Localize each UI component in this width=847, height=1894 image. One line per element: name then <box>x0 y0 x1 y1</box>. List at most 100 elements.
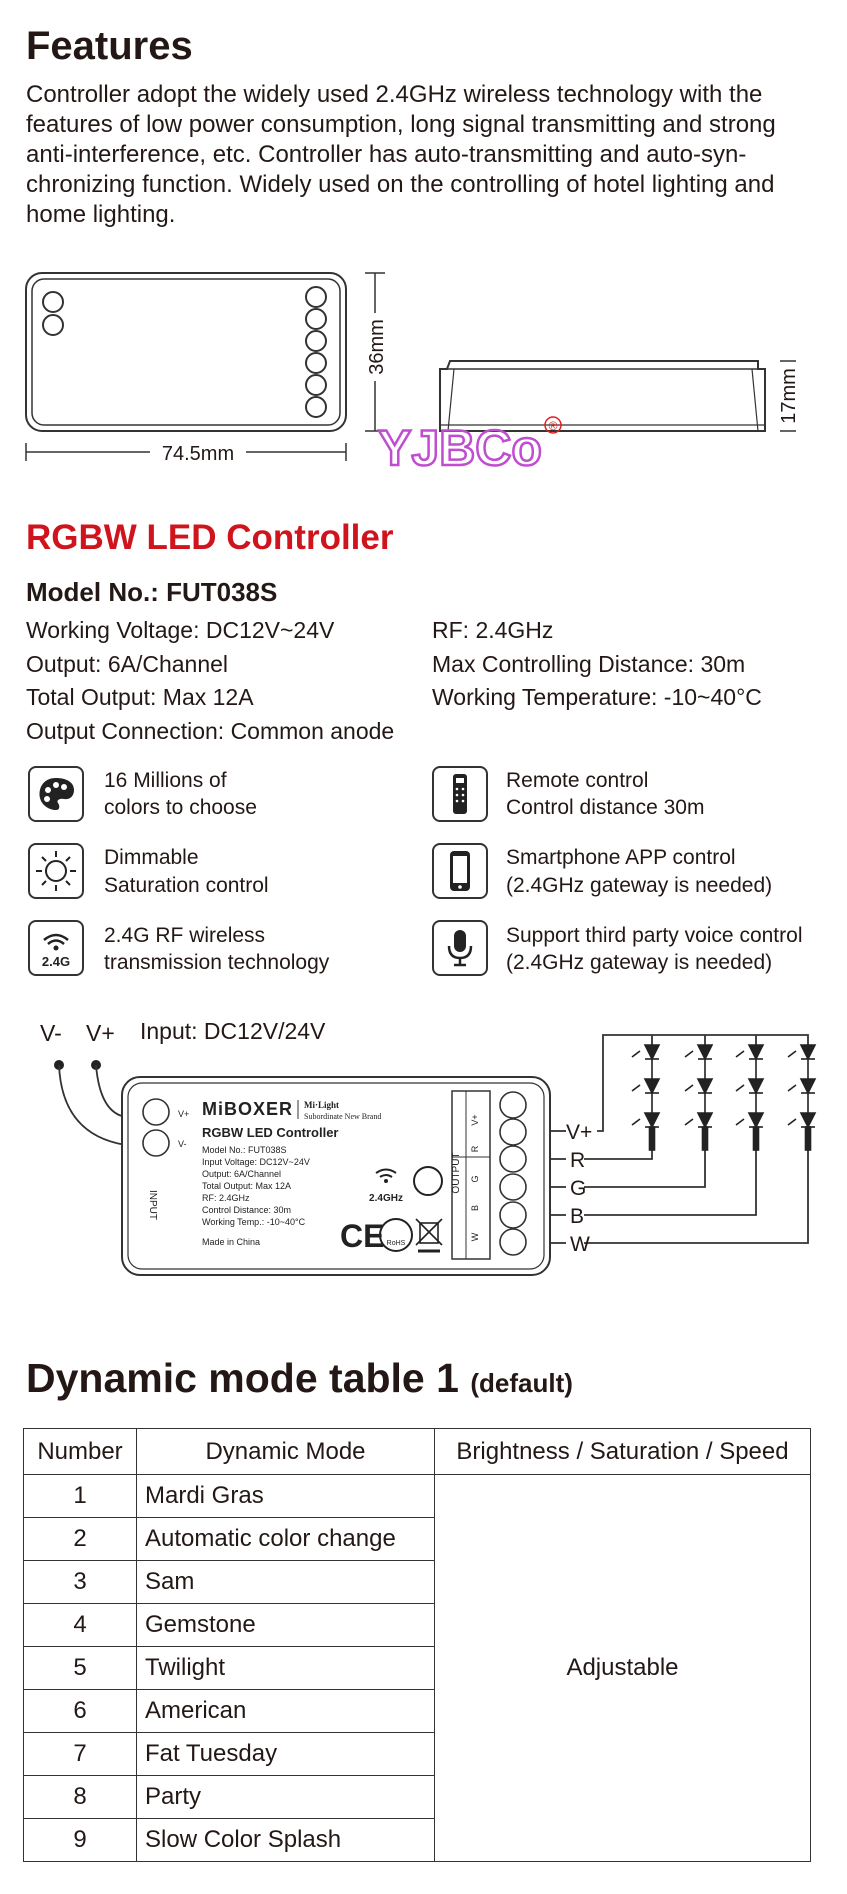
dynamic-mode-table: Number Dynamic Mode Brightness / Saturat… <box>23 1428 811 1862</box>
row-mode: Twilight <box>136 1646 435 1690</box>
spec-working-voltage: Working Voltage: DC12V~24V <box>26 617 335 643</box>
depth-dimension-label: 36mm <box>366 319 388 375</box>
feature-colors-line2: colors to choose <box>104 796 257 819</box>
product-title: RGBW LED Controller <box>26 518 394 557</box>
wifi-2.4g-icon: 2.4G <box>28 920 84 976</box>
row-mode: Automatic color change <box>136 1517 435 1561</box>
terminal-r-label: R <box>570 1149 585 1172</box>
table-row: 6 American <box>23 1689 811 1733</box>
controller-device <box>121 1076 551 1276</box>
row-number: 5 <box>23 1646 137 1690</box>
svg-text:Subordinate New Brand: Subordinate New Brand <box>304 1112 381 1121</box>
spec-working-temperature: Working Temperature: -10~40°C <box>432 684 762 710</box>
svg-text:V+: V+ <box>178 1109 189 1119</box>
feature-dimmable-line1: Dimmable <box>104 846 199 869</box>
smartphone-icon <box>432 843 488 899</box>
table-header-row: Number Dynamic Mode Brightness / Saturat… <box>23 1428 811 1475</box>
terminal-w-label: W <box>570 1233 590 1256</box>
model-number: Model No.: FUT038S <box>26 577 278 607</box>
mode-table-title-suffix: (default) <box>470 1368 573 1398</box>
input-voltage-label: Input: DC12V/24V <box>140 1018 326 1044</box>
device-name: RGBW LED Controller <box>202 1125 339 1140</box>
row-number: 8 <box>23 1775 137 1819</box>
height-dimension-label: 17mm <box>778 368 800 424</box>
svg-text:Made in China: Made in China <box>202 1237 260 1247</box>
row-number: 1 <box>23 1474 137 1518</box>
side-view-outline <box>439 360 766 432</box>
svg-text:Working Temp.: -10~40°C: Working Temp.: -10~40°C <box>202 1217 306 1227</box>
feature-rf-line1: 2.4G RF wireless <box>104 924 266 947</box>
svg-text:W: W <box>470 1232 480 1241</box>
table-row: 7 Fat Tuesday <box>23 1732 811 1776</box>
features-paragraph: Controller adopt the widely used 2.4GHz … <box>26 81 776 228</box>
remote-icon <box>432 766 488 822</box>
dimension-drawing: 74.5mm 36mm 17mm YJBCo ® <box>25 272 800 475</box>
v-plus-label: V+ <box>86 1020 115 1046</box>
feature-app-line1: Smartphone APP control <box>506 846 736 869</box>
row-number: 6 <box>23 1689 137 1733</box>
table-row: 2 Automatic color change <box>23 1517 811 1561</box>
row-number: 4 <box>23 1603 137 1647</box>
terminal-b-label: B <box>570 1205 584 1228</box>
svg-text:RF: 2.4GHz: RF: 2.4GHz <box>202 1193 250 1203</box>
svg-text:Model No.: FUT038S: Model No.: FUT038S <box>202 1145 287 1155</box>
mode-table-title: Dynamic mode table 1 (default) <box>26 1355 573 1402</box>
ce-mark: CE <box>340 1218 384 1254</box>
table-row: 3 Sam <box>23 1560 811 1604</box>
row-number: 3 <box>23 1560 137 1604</box>
adjustable-cell: Adjustable <box>434 1474 811 1862</box>
row-mode: American <box>136 1689 435 1733</box>
table-row: 4 Gemstone <box>23 1603 811 1647</box>
v-minus-label: V- <box>40 1020 62 1046</box>
rohs-mark: RoHS <box>387 1240 406 1247</box>
svg-text:R: R <box>470 1145 480 1152</box>
feature-app-line2: (2.4GHz gateway is needed) <box>506 874 773 897</box>
brand-logo-watermark: YJBCo <box>378 420 542 475</box>
row-mode: Gemstone <box>136 1603 435 1647</box>
row-mode: Fat Tuesday <box>136 1732 435 1776</box>
led-strings <box>631 1044 817 1151</box>
color-palette-icon <box>28 766 84 822</box>
spec-rf: RF: 2.4GHz <box>432 617 554 643</box>
svg-text:G: G <box>470 1175 480 1182</box>
svg-text:OUTPUT: OUTPUT <box>451 1152 462 1193</box>
row-number: 7 <box>23 1732 137 1776</box>
header-dynamic-mode: Dynamic Mode <box>136 1428 435 1475</box>
top-view-outline <box>25 272 347 432</box>
row-mode: Mardi Gras <box>136 1474 435 1518</box>
svg-text:B: B <box>470 1205 480 1211</box>
width-dimension-label: 74.5mm <box>162 443 234 465</box>
svg-text:Output: 6A/Channel: Output: 6A/Channel <box>202 1169 281 1179</box>
svg-text:2.4GHz: 2.4GHz <box>369 1193 403 1204</box>
row-number: 9 <box>23 1818 137 1862</box>
feature-colors-line1: 16 Millions of <box>104 769 227 792</box>
spec-total-output: Total Output: Max 12A <box>26 684 254 710</box>
row-number: 2 <box>23 1517 137 1561</box>
table-row: 1 Mardi Gras Adjustable <box>23 1474 811 1862</box>
feature-remote-line2: Control distance 30m <box>506 796 705 819</box>
svg-text:Input Voltage: DC12V~24V: Input Voltage: DC12V~24V <box>202 1157 310 1167</box>
sun-icon <box>28 843 84 899</box>
row-mode: Slow Color Splash <box>136 1818 435 1862</box>
microphone-icon <box>432 920 488 976</box>
spec-max-distance: Max Controlling Distance: 30m <box>432 651 746 677</box>
svg-text:V-: V- <box>178 1139 187 1149</box>
wifi-icon-text: 2.4G <box>42 954 70 969</box>
feature-dimmable-line2: Saturation control <box>104 874 269 897</box>
terminal-vplus-label: V+ <box>566 1121 592 1144</box>
features-heading: Features <box>26 24 193 68</box>
table-row: 9 Slow Color Splash <box>23 1818 811 1862</box>
svg-text:Mi·Light: Mi·Light <box>304 1100 339 1110</box>
row-mode: Sam <box>136 1560 435 1604</box>
feature-rf-line2: transmission technology <box>104 951 330 974</box>
svg-text:Total Output: Max 12A: Total Output: Max 12A <box>202 1181 291 1191</box>
feature-remote-line1: Remote control <box>506 769 649 792</box>
terminal-g-label: G <box>570 1177 586 1200</box>
feature-voice-line2: (2.4GHz gateway is needed) <box>506 951 773 974</box>
header-brightness-saturation-speed: Brightness / Saturation / Speed <box>434 1428 811 1475</box>
header-number: Number <box>23 1428 137 1475</box>
row-mode: Party <box>136 1775 435 1819</box>
device-brand: MiBOXER <box>202 1099 293 1119</box>
svg-text:V+: V+ <box>470 1114 480 1125</box>
wiring-diagram: V- V+ Input: DC12V/24V V+ V- INPUT MiBOX… <box>40 1018 817 1276</box>
